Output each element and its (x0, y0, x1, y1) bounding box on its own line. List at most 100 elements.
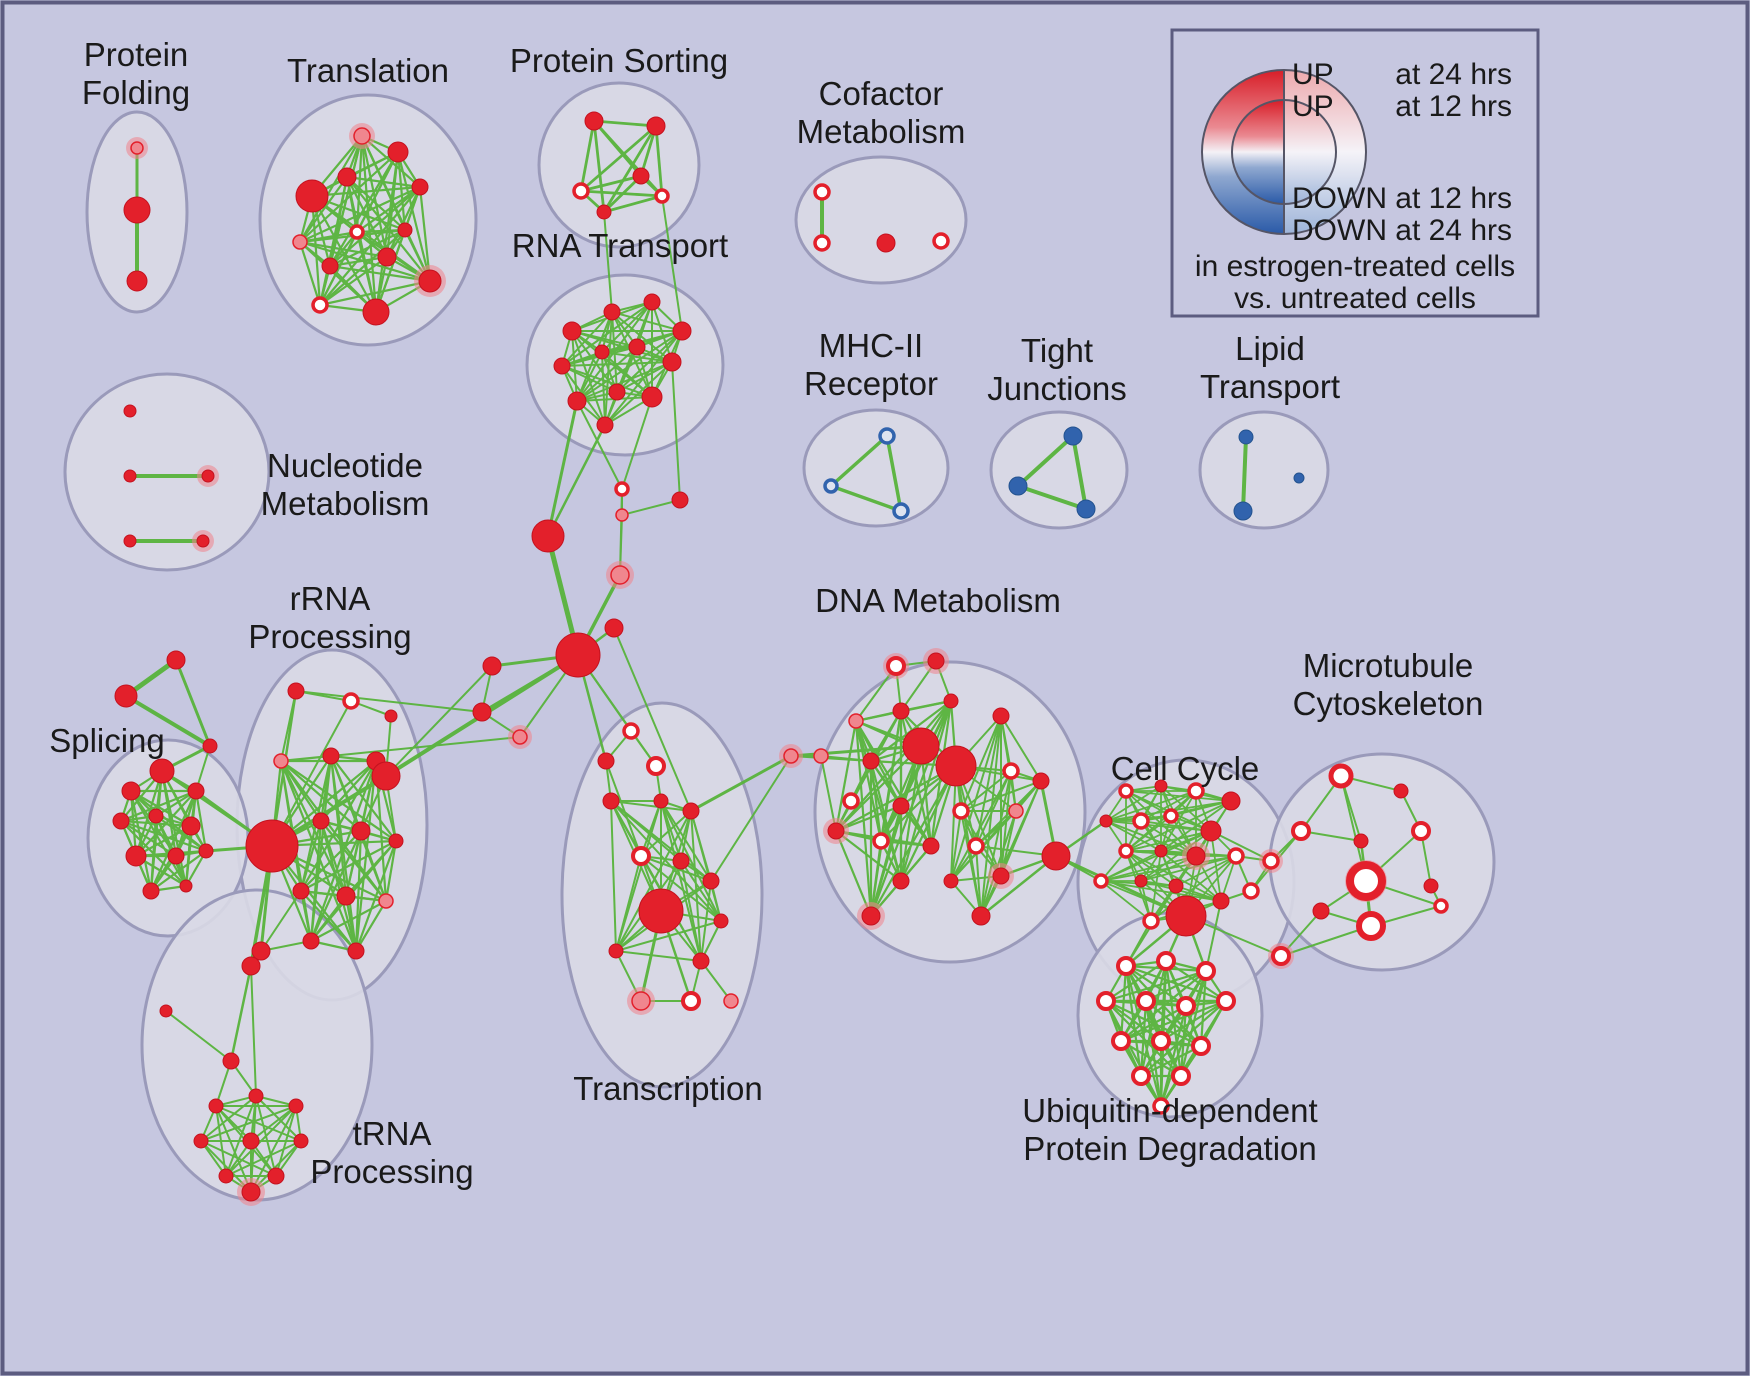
edge (1119, 1004, 1188, 1043)
edge (328, 185, 422, 268)
edge (854, 719, 883, 843)
gene-node (114, 684, 138, 708)
gene-node (267, 1167, 285, 1185)
gene-node (1118, 843, 1134, 859)
edge (225, 1140, 302, 1177)
edge (1159, 999, 1228, 1043)
gene-node (1134, 874, 1148, 888)
edge (309, 899, 388, 943)
cluster-label-tight-junctions: Junctions (987, 370, 1126, 407)
edge (129, 789, 138, 858)
edge (1144, 969, 1208, 1003)
edge (1100, 880, 1222, 902)
edge (610, 800, 617, 952)
edge (1164, 959, 1228, 1003)
edge (869, 759, 903, 883)
edge (829, 484, 903, 513)
gene-node (567, 391, 587, 411)
gene-node (723, 993, 739, 1009)
edge (184, 824, 193, 888)
edge (318, 279, 432, 307)
gene-node (387, 141, 409, 163)
edge (1139, 999, 1148, 1078)
gene-node (952, 802, 970, 820)
edge (1150, 855, 1237, 922)
gene-node (1154, 844, 1168, 858)
edge (345, 175, 432, 283)
edge (661, 195, 683, 332)
edge (295, 690, 352, 702)
cluster-label-translation: Translation (287, 52, 449, 89)
gene-node (1353, 833, 1369, 849)
gene-node (126, 270, 148, 292)
edge (980, 780, 1042, 917)
gene-node (614, 481, 630, 497)
edge (298, 134, 364, 244)
gene-node (862, 752, 880, 770)
edge (1160, 850, 1222, 902)
cluster-label-tight-junctions: Tight (1021, 332, 1093, 369)
edge (1139, 1044, 1203, 1078)
gene-node (638, 888, 684, 934)
edge (299, 819, 323, 893)
cluster-label-ubiquitin-degradation: Protein Degradation (1023, 1130, 1317, 1167)
gene-node (292, 882, 310, 900)
cluster-label-rrna-processing: Processing (248, 618, 411, 655)
gene-node (347, 942, 365, 960)
edge (1100, 855, 1197, 882)
gene-node (1312, 902, 1330, 920)
cluster-ellipse-cofactor-metabolism (794, 155, 968, 285)
gene-node (1118, 783, 1134, 799)
legend-time-label: at 12 hrs (1395, 182, 1512, 215)
cluster-label-dna-metabolism: DNA Metabolism (815, 582, 1061, 619)
cluster-label-nucleotide-metabolism: Metabolism (261, 485, 430, 522)
gene-node (1032, 772, 1050, 790)
edge (601, 301, 653, 353)
edge (129, 789, 188, 888)
edge (309, 819, 323, 943)
gene-node (123, 196, 151, 224)
gene-node (935, 745, 977, 787)
edge (950, 810, 962, 882)
gene-node (362, 298, 390, 326)
edge (260, 890, 302, 952)
edge (396, 150, 407, 232)
gene-node (813, 183, 831, 201)
gene-node (1168, 878, 1184, 894)
gene-node (603, 303, 621, 321)
gene-node (1242, 882, 1260, 900)
gene-node (288, 1098, 304, 1114)
gene-node (112, 812, 130, 830)
edge (576, 361, 673, 402)
gene-node (336, 886, 356, 906)
gene-node (123, 469, 137, 483)
gene-node (292, 234, 308, 250)
edge (318, 255, 389, 307)
legend-time-label: at 24 hrs (1395, 214, 1512, 247)
gene-node (1212, 892, 1230, 910)
gene-node (201, 469, 215, 483)
gene-node (241, 956, 261, 976)
gene-node (1063, 426, 1083, 446)
gene-node (1156, 951, 1176, 971)
gene-node (322, 747, 340, 765)
edge (328, 228, 407, 268)
gene-node (342, 692, 360, 710)
edge (385, 185, 422, 259)
gene-node (241, 1182, 261, 1202)
cluster-label-trna-processing: Processing (310, 1153, 473, 1190)
edge (1175, 855, 1237, 887)
edge (654, 124, 664, 198)
gene-node (377, 247, 397, 267)
edge (899, 764, 958, 883)
edge (1159, 1004, 1188, 1108)
edge (1105, 790, 1197, 822)
gene-node (166, 650, 186, 670)
edge (1300, 830, 1362, 842)
gene-node (181, 816, 201, 836)
gene-node (643, 293, 661, 311)
gene-node (992, 867, 1010, 885)
